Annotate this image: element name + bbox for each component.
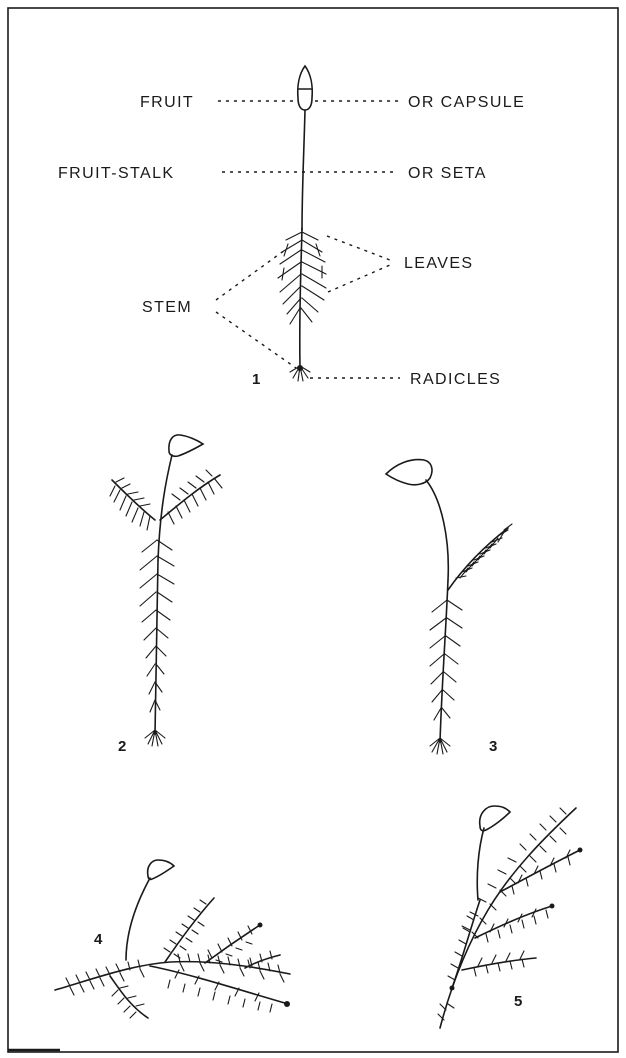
leader-leaves-upper (327, 236, 390, 260)
figure-number-1: 1 (252, 371, 260, 388)
figure-5-capsule (480, 806, 510, 831)
figure-4-branch-c (165, 898, 214, 962)
label-radicles: RADICLES (410, 371, 501, 388)
figure-number-3: 3 (489, 738, 497, 755)
figure-5-branch-b (475, 906, 552, 938)
label-stem: STEM (142, 299, 192, 316)
figure-4-capsule (148, 860, 174, 879)
leader-stem-lower (216, 312, 296, 368)
figure-1-radicles (290, 365, 310, 381)
label-fruit-stalk: FRUIT-STALK (58, 165, 174, 182)
figure-2-seta (158, 455, 172, 560)
figure-4-branch-b (150, 966, 288, 1004)
figure-number-2: 2 (118, 738, 126, 755)
figure-5-moss-plant: 5 (438, 806, 583, 1028)
leader-stem-upper (216, 250, 285, 300)
figure-2-capsule (169, 435, 203, 456)
figure-3-seta (426, 480, 448, 580)
figure-4-moss-plant: 4 (55, 860, 290, 1018)
figure-4-branch-e (245, 955, 280, 968)
figure-1-moss-plant: FRUIT OR CAPSULE FRUIT-STALK OR SETA LEA… (58, 66, 525, 388)
label-or-capsule: OR CAPSULE (408, 94, 525, 111)
figure-3-radicles (430, 738, 450, 754)
leader-leaves-lower (328, 265, 390, 292)
figure-3-capsule (386, 460, 432, 485)
figure-2-leaves (110, 470, 222, 712)
figure-4-branch-a (110, 976, 148, 1018)
label-leaves: LEAVES (404, 255, 473, 272)
figure-1-capsule (298, 66, 312, 110)
figure-number-5: 5 (514, 993, 522, 1010)
figure-2-moss-plant: 2 (110, 435, 222, 755)
figure-4-leaves (66, 900, 290, 1018)
figure-4-seta (126, 878, 150, 960)
figure-5-leaves (438, 808, 583, 1020)
figure-number-4: 4 (94, 931, 103, 948)
label-fruit: FRUIT (140, 94, 194, 111)
figure-5-seta (477, 828, 484, 900)
label-or-seta: OR SETA (408, 165, 487, 182)
figure-1-seta (302, 110, 305, 230)
figure-2-radicles (145, 730, 165, 746)
figure-3-moss-plant: 3 (386, 460, 512, 755)
figure-4-main-axis (55, 962, 290, 990)
